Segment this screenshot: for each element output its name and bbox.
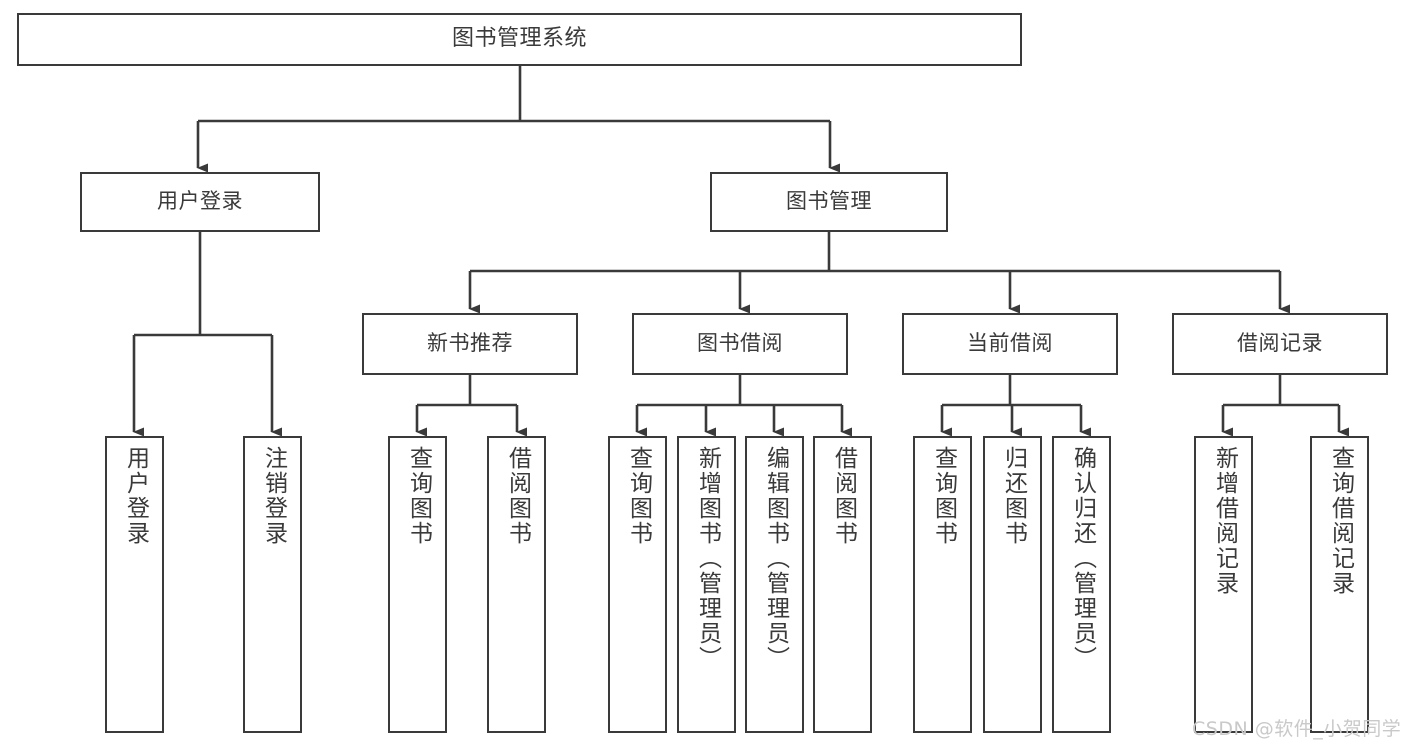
node-root[interactable]: 图书管理系统 bbox=[17, 13, 1022, 66]
node-book-manage-label: 图书管理 bbox=[786, 189, 872, 214]
leaf-add-record-label: 新增借阅记录 bbox=[1211, 446, 1238, 596]
leaf-user-login[interactable]: 用户登录 bbox=[105, 436, 164, 733]
leaf-query-book-3-label: 查询图书 bbox=[930, 446, 957, 546]
leaf-borrow-book-1[interactable]: 借阅图书 bbox=[487, 436, 546, 733]
leaf-logout[interactable]: 注销登录 bbox=[243, 436, 302, 733]
node-new-book-rec-label: 新书推荐 bbox=[427, 331, 513, 356]
node-book-manage[interactable]: 图书管理 bbox=[710, 172, 948, 232]
leaf-user-login-label: 用户登录 bbox=[122, 446, 149, 546]
leaf-query-book-1-label: 查询图书 bbox=[405, 446, 432, 546]
leaf-borrow-book-1-label: 借阅图书 bbox=[504, 446, 531, 546]
leaf-return-book-label: 归还图书 bbox=[1000, 446, 1027, 546]
leaf-query-book-2[interactable]: 查询图书 bbox=[608, 436, 667, 733]
node-current-borrow[interactable]: 当前借阅 bbox=[902, 313, 1118, 375]
leaf-add-book-label: 新增图书（管理员） bbox=[694, 446, 721, 671]
leaf-query-record[interactable]: 查询借阅记录 bbox=[1310, 436, 1369, 733]
leaf-add-record[interactable]: 新增借阅记录 bbox=[1194, 436, 1253, 733]
leaf-confirm-return[interactable]: 确认归还（管理员） bbox=[1052, 436, 1111, 733]
csdn-watermark: CSDN @软件_小贺同学 bbox=[1192, 718, 1402, 740]
leaf-query-book-1[interactable]: 查询图书 bbox=[388, 436, 447, 733]
node-borrow-record-label: 借阅记录 bbox=[1237, 331, 1323, 356]
node-user-login[interactable]: 用户登录 bbox=[80, 172, 320, 232]
leaf-borrow-book-2-label: 借阅图书 bbox=[830, 446, 857, 546]
leaf-edit-book-label: 编辑图书（管理员） bbox=[762, 446, 789, 671]
leaf-query-record-label: 查询借阅记录 bbox=[1327, 446, 1354, 596]
leaf-logout-label: 注销登录 bbox=[260, 446, 287, 546]
node-book-borrow-label: 图书借阅 bbox=[697, 331, 783, 356]
node-book-borrow[interactable]: 图书借阅 bbox=[632, 313, 848, 375]
node-new-book-rec[interactable]: 新书推荐 bbox=[362, 313, 578, 375]
node-root-label: 图书管理系统 bbox=[451, 26, 587, 52]
leaf-add-book[interactable]: 新增图书（管理员） bbox=[677, 436, 736, 733]
leaf-borrow-book-2[interactable]: 借阅图书 bbox=[813, 436, 872, 733]
node-current-borrow-label: 当前借阅 bbox=[967, 331, 1053, 356]
leaf-confirm-return-label: 确认归还（管理员） bbox=[1069, 446, 1096, 671]
node-user-login-label: 用户登录 bbox=[157, 189, 243, 214]
leaf-return-book[interactable]: 归还图书 bbox=[983, 436, 1042, 733]
node-borrow-record[interactable]: 借阅记录 bbox=[1172, 313, 1388, 375]
leaf-query-book-3[interactable]: 查询图书 bbox=[913, 436, 972, 733]
leaf-query-book-2-label: 查询图书 bbox=[625, 446, 652, 546]
leaf-edit-book[interactable]: 编辑图书（管理员） bbox=[745, 436, 804, 733]
